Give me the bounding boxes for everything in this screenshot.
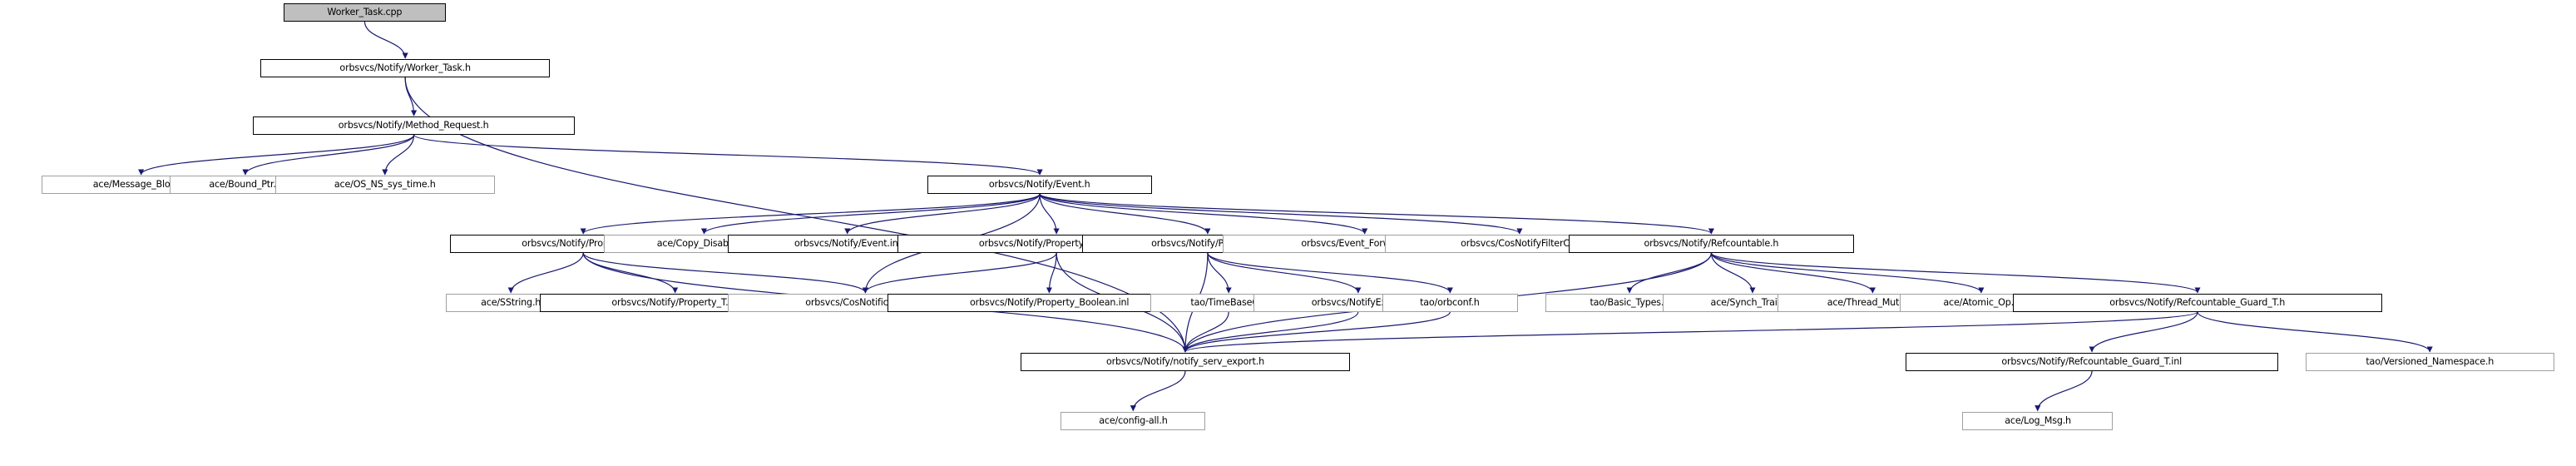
graph-edge <box>242 134 415 176</box>
graph-edge <box>700 193 1041 235</box>
graph-edge <box>1626 252 1713 294</box>
graph-node-label: orbsvcs/Notify/Refcountable_Guard_T.inl <box>2001 354 2183 367</box>
graph-node-notify_serv_export_h[interactable]: orbsvcs/Notify/notify_serv_export.h <box>1020 352 1351 371</box>
graph-node-label: orbsvcs/Notify/Event.inl <box>794 237 901 250</box>
graph-node-label: orbsvcs/NotifyExtC.h <box>1311 296 1405 309</box>
graph-node-label: tao/Basic_Types.h <box>1590 296 1669 309</box>
graph-node-label: orbsvcs/Notify/Refcountable.h <box>1644 237 1779 250</box>
graph-node-label: ace/Log_Msg.h <box>2004 414 2071 426</box>
graph-node-label: orbsvcs/Event_ForwarderS.h <box>1301 237 1429 250</box>
graph-node-label: Worker_Task.cpp <box>327 5 403 17</box>
graph-edge <box>1710 252 1876 294</box>
graph-node-notify_refcountable_h[interactable]: orbsvcs/Notify/Refcountable.h <box>1569 234 1854 253</box>
graph-node-label: ace/OS_NS_sys_time.h <box>334 178 436 191</box>
graph-edge <box>1039 193 1211 235</box>
graph-node-label: orbsvcs/CosNotifyFilterC.h <box>1461 237 1579 250</box>
graph-edge <box>138 134 415 176</box>
graph-node-label: orbsvcs/Notify/Worker_Task.h <box>339 62 471 74</box>
graph-node-ace_log_msg_h[interactable]: ace/Log_Msg.h <box>1962 411 2114 430</box>
graph-node-notify_event_h[interactable]: orbsvcs/Notify/Event.h <box>927 175 1152 194</box>
graph-edge <box>1039 193 1060 235</box>
graph-node-label: ace/Copy_Disabled.h <box>657 237 751 250</box>
graph-edge <box>1039 193 1523 235</box>
graph-edge <box>582 252 679 294</box>
graph-node-ace_os_ns_sys_time_h[interactable]: ace/OS_NS_sys_time.h <box>274 175 496 194</box>
graph-node-label: orbsvcs/Notify/Property_T.h <box>522 237 645 250</box>
graph-node-tao_orbconf_h[interactable]: tao/orbconf.h <box>1382 293 1519 312</box>
graph-edge <box>1039 193 1714 235</box>
graph-node-label: orbsvcs/Notify/Property_Boolean.h <box>979 237 1134 250</box>
graph-edge <box>1046 252 1057 294</box>
graph-node-label: orbsvcs/Notify/Property_T.inl <box>611 296 739 309</box>
graph-edge <box>862 252 1057 294</box>
graph-edge <box>1710 252 1985 294</box>
graph-node-notify_worker_task_h[interactable]: orbsvcs/Notify/Worker_Task.h <box>260 58 551 77</box>
graph-edge <box>1182 311 2198 353</box>
graph-node-label: orbsvcs/Notify/Event.h <box>989 178 1090 191</box>
graph-edge <box>507 252 584 294</box>
graph-node-label: ace/SString.h <box>481 296 541 309</box>
graph-node-notify_method_request_h[interactable]: orbsvcs/Notify/Method_Request.h <box>253 116 575 135</box>
graph-edge <box>382 134 415 176</box>
graph-node-refcountable_guard_t_inl[interactable]: orbsvcs/Notify/Refcountable_Guard_T.inl <box>1906 352 2278 371</box>
graph-node-label: ace/Message_Block.h <box>93 178 190 191</box>
graph-node-ace_config_all_h[interactable]: ace/config-all.h <box>1061 411 1206 430</box>
graph-node-tao_versioned_namespace_h[interactable]: tao/Versioned_Namespace.h <box>2305 352 2554 371</box>
graph-edge <box>1130 370 1186 412</box>
graph-node-label: orbsvcs/Notify/Method_Request.h <box>339 119 489 131</box>
graph-edge <box>1207 252 1232 294</box>
graph-node-refcountable_guard_t_h[interactable]: orbsvcs/Notify/Refcountable_Guard_T.h <box>2013 293 2382 312</box>
graph-edge <box>1710 252 2201 294</box>
graph-node-label: ace/Bound_Ptr.h <box>209 178 282 191</box>
graph-edge <box>363 21 408 59</box>
graph-edge <box>1207 252 1362 294</box>
graph-edge <box>582 252 868 294</box>
graph-edge <box>1182 311 1229 353</box>
graph-node-worker_task_cpp[interactable]: Worker_Task.cpp <box>284 2 446 22</box>
graph-edge <box>1710 252 1756 294</box>
graph-node-label: orbsvcs/Notify/Refcountable_Guard_T.h <box>2109 296 2286 309</box>
graph-node-label: orbsvcs/Notify/Property.h <box>1151 237 1264 250</box>
graph-edge <box>580 193 1041 235</box>
graph-node-label: tao/orbconf.h <box>1420 296 1481 309</box>
graph-node-label: orbsvcs/Notify/notify_serv_export.h <box>1105 354 1264 367</box>
graph-node-label: ace/Synch_Traits.h <box>1710 296 1795 309</box>
graph-edge <box>844 193 1041 235</box>
graph-edge <box>413 134 1043 176</box>
graph-node-label: orbsvcs/CosNotificationC.h <box>805 296 926 309</box>
graph-edge <box>1182 311 1359 353</box>
graph-node-label: ace/Thread_Mutex.h <box>1827 296 1919 309</box>
graph-edge <box>1182 311 1451 353</box>
graph-node-label: ace/Atomic_Op.h <box>1943 296 2020 309</box>
graph-edge <box>1207 252 1453 294</box>
graph-node-label: tao/Versioned_Namespace.h <box>2366 354 2494 367</box>
graph-node-label: orbsvcs/Notify/Property_Boolean.inl <box>969 296 1130 309</box>
graph-edge <box>2089 311 2198 353</box>
graph-edge <box>2197 311 2433 353</box>
graph-edge <box>404 77 418 116</box>
graph-edge <box>2035 370 2093 412</box>
graph-node-label: ace/config-all.h <box>1099 414 1168 426</box>
graph-node-label: tao/TimeBaseC.h <box>1190 296 1268 309</box>
graph-edge <box>1039 193 1368 235</box>
